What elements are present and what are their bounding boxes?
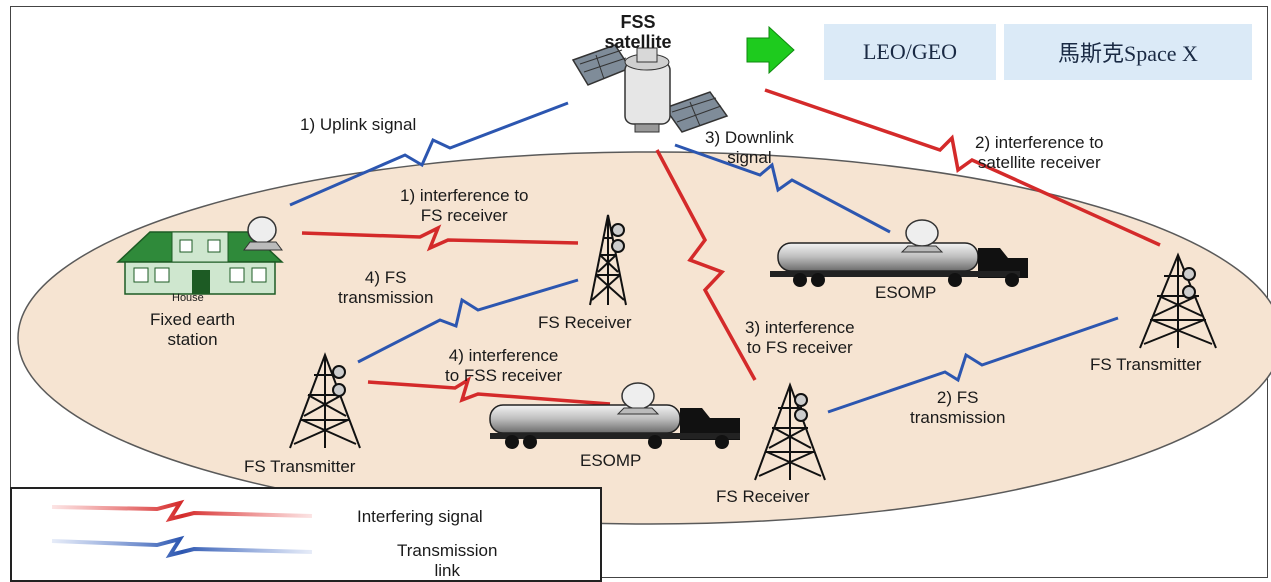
esomp-bottom-label: ESOMP [580, 451, 642, 470]
downlink-signal [674, 143, 891, 234]
house-caption: House [172, 292, 204, 304]
fs-receiver-bottom-tower-icon [754, 382, 826, 481]
uplink-signal [289, 101, 569, 207]
legend-svg [51, 499, 313, 559]
fs-receiver-center-label: FS Receiver [538, 313, 632, 332]
fixed-earth-station-label: Fixed earth station [150, 310, 236, 349]
uplink-label: 1) Uplink signal [300, 115, 417, 134]
fs-transmitter-right-label: FS Transmitter [1090, 355, 1202, 374]
fss-satellite-icon [571, 44, 729, 133]
interference-fs-receiver-3-signal [655, 149, 757, 381]
interference-fss-receiver-4-label: 4) interference to FSS receiver [445, 346, 563, 385]
esomp-truck-top-icon [770, 219, 1028, 287]
fs-transmitter-left-label: FS Transmitter [244, 457, 356, 476]
interference-fs-receiver-3-label: 3) interference to FS receiver [745, 318, 855, 357]
house-icon [116, 216, 284, 295]
interference-fss-receiver-4-signal [367, 376, 611, 406]
interference-satellite-receiver-signal [764, 88, 1161, 247]
interference-fs-receiver-1-label: 1) interference to FS receiver [400, 186, 529, 225]
spacex-box: 馬斯克Space X [1004, 24, 1252, 80]
interference-fs-receiver-1-signal [301, 224, 579, 252]
diagram-frame [10, 6, 1268, 578]
green-arrow-icon [746, 25, 795, 75]
fs-transmission-4-label: 4) FS transmission [338, 268, 434, 307]
fs-transmitter-left-tower-icon [289, 352, 361, 449]
fs-receiver-center-tower-icon [589, 214, 627, 306]
legend-transmission-label: Transmission link [397, 541, 498, 580]
leo-geo-box: LEO/GEO [824, 24, 996, 80]
fs-transmitter-right-tower-icon [1139, 252, 1217, 349]
legend-interfering-label: Interfering signal [357, 507, 483, 526]
interference-satellite-receiver-label: 2) interference to satellite receiver [975, 133, 1104, 172]
fs-receiver-bottom-label: FS Receiver [716, 487, 810, 506]
esomp-top-label: ESOMP [875, 283, 937, 302]
downlink-label: 3) Downlink signal [705, 128, 794, 167]
esomp-truck-bottom-icon [489, 382, 740, 449]
fs-transmission-2-label: 2) FS transmission [910, 388, 1006, 427]
legend: Interfering signal Transmission link [10, 487, 602, 582]
fs-transmission-4-signal [357, 278, 579, 364]
satellite-label: FSS satellite [604, 12, 672, 52]
legend-interfering-line-icon [51, 499, 313, 523]
legend-transmission-line-icon [51, 535, 313, 559]
fs-transmission-2-signal [827, 316, 1119, 414]
